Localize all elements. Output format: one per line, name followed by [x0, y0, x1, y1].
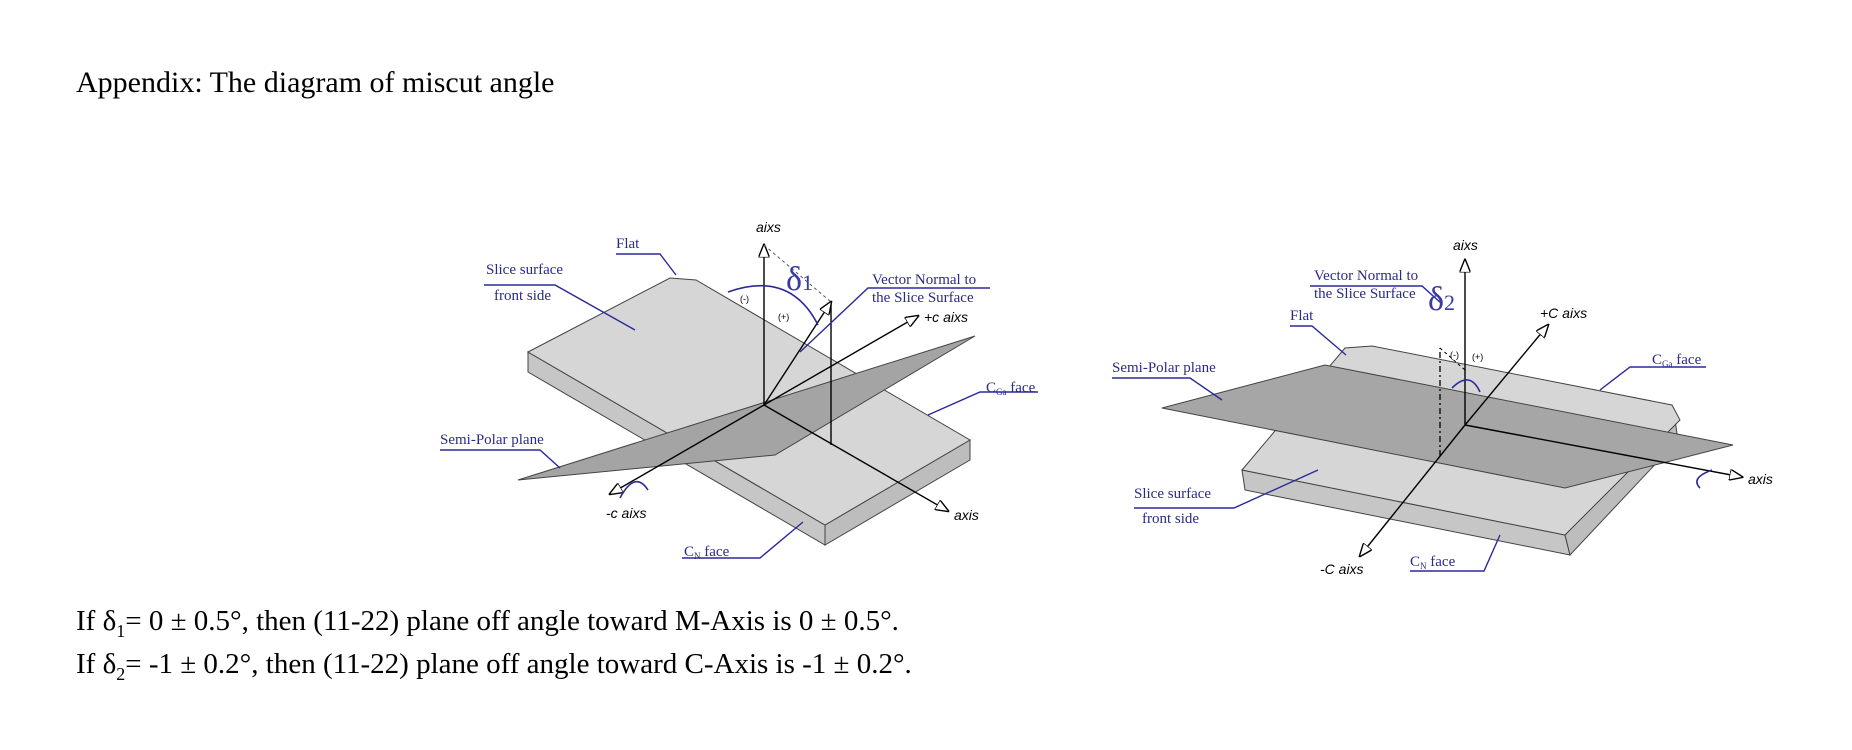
figure2-leader-semipolar — [1112, 377, 1223, 401]
figure1-minus-c-label: -c aixs — [606, 505, 646, 521]
figure2-m-axis — [1464, 424, 1742, 477]
figure1-m-axis — [763, 404, 948, 511]
figure2-cga-face-label: CGa face — [1652, 352, 1702, 369]
figure2-diagram: aixs Vector Normal to the Slice Surface … — [1112, 237, 1773, 577]
figure2-leader-cga — [1599, 366, 1706, 391]
figure2-minus-c-axis — [1360, 424, 1466, 556]
figure1-dashed-helper — [763, 244, 832, 303]
figure1-axis-right-label: axis — [954, 507, 979, 523]
figure2-leader-slice — [1134, 469, 1319, 509]
figure1-minus-sign: (-) — [740, 294, 749, 304]
figure1-leader-flat — [616, 253, 677, 276]
figure2-front-side-label: front side — [1142, 511, 1199, 527]
figure2-vector-normal-label-1: Vector Normal to — [1314, 268, 1418, 284]
figure2-axis-top-label: aixs — [1453, 237, 1478, 253]
figure1-normal-vector — [763, 302, 831, 406]
figure1-plus-c-axis — [763, 316, 918, 406]
figure1-plus-sign: (+) — [778, 312, 789, 322]
figure1-front-side-label: front side — [494, 288, 551, 304]
figure1-leader-cga — [927, 391, 1038, 416]
figure2-leader-vector — [1310, 285, 1443, 305]
figure2-rotation-arrow — [1696, 469, 1713, 489]
figure1-leader-vector — [799, 287, 990, 353]
figure1-cga-face-label: CGa face — [986, 380, 1036, 397]
figure1-diagram: aixs Flat Slice surface front side δ1 Ve… — [440, 219, 1038, 561]
figure1-rotation-arrow — [619, 480, 649, 499]
figure2-slice-surface-label: Slice surface — [1134, 486, 1211, 502]
page-title: Appendix: The diagram of miscut angle — [76, 66, 555, 99]
figure2-plus-c-axis — [1464, 325, 1548, 426]
figure1-wafer-top — [526, 277, 971, 526]
figure2-vector-normal-label-2: the Slice Surface — [1314, 286, 1416, 302]
figure2-plus-sign: (+) — [1472, 352, 1483, 362]
figure1-vector-normal-label-1: Vector Normal to — [872, 272, 976, 288]
figure1-leader-cn — [682, 521, 804, 559]
figure1-flat-label: Flat — [616, 236, 640, 252]
figure2-leader-cn — [1410, 534, 1501, 572]
miscut-angle-diagrams: aixs Flat Slice surface front side δ1 Ve… — [440, 219, 1773, 577]
figure1-vector-normal-label-2: the Slice Surface — [872, 290, 974, 306]
figure2-cn-face-label: CN face — [1410, 554, 1456, 571]
condition-line-2: If δ2= -1 ± 0.2°, then (11-22) plane off… — [76, 648, 912, 684]
figure2-semi-polar-plane — [1161, 364, 1734, 489]
condition-line-1: If δ1= 0 ± 0.5°, then (11-22) plane off … — [76, 605, 899, 641]
figure1-leader-slice — [484, 284, 636, 331]
figure1-delta-symbol: δ1 — [786, 261, 813, 298]
figure2-leader-flat — [1290, 325, 1347, 356]
figure2-minus-sign: (-) — [1450, 350, 1459, 360]
figure1-plus-c-label: +c aixs — [924, 309, 968, 325]
figure2-semi-polar-label: Semi-Polar plane — [1112, 360, 1216, 376]
figure1-cn-face-label: CN face — [684, 544, 730, 561]
figure1-angle-arc — [727, 284, 819, 326]
figure2-angle-arc — [1451, 379, 1481, 393]
figure1-slice-surface-label: Slice surface — [486, 262, 563, 278]
figure1-leader-semipolar — [440, 449, 561, 469]
figure2-plus-c-label: +C aixs — [1540, 305, 1587, 321]
figure1-axis-top-label: aixs — [756, 219, 781, 235]
figure2-minus-c-label: -C aixs — [1320, 561, 1364, 577]
figure1-semi-polar-plane — [517, 335, 976, 481]
figure1-minus-c-axis — [610, 404, 765, 494]
figure2-delta-symbol: δ2 — [1428, 281, 1455, 318]
figure2-flat-label: Flat — [1290, 308, 1314, 324]
figure1-semi-polar-label: Semi-Polar plane — [440, 432, 544, 448]
figure2-axis-right-label: axis — [1748, 471, 1773, 487]
